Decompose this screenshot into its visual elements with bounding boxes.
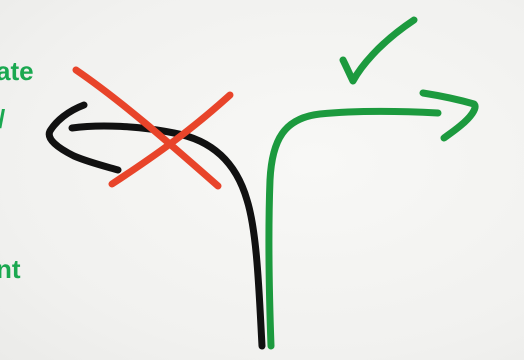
check-stroke bbox=[343, 20, 414, 81]
left-path-arrowhead bbox=[49, 105, 118, 170]
right-path-stem bbox=[269, 111, 438, 346]
check-icon bbox=[343, 20, 414, 81]
left-path-arrow-icon bbox=[49, 105, 262, 346]
left-path-stem bbox=[72, 126, 262, 346]
right-path-arrow-icon bbox=[269, 93, 475, 346]
